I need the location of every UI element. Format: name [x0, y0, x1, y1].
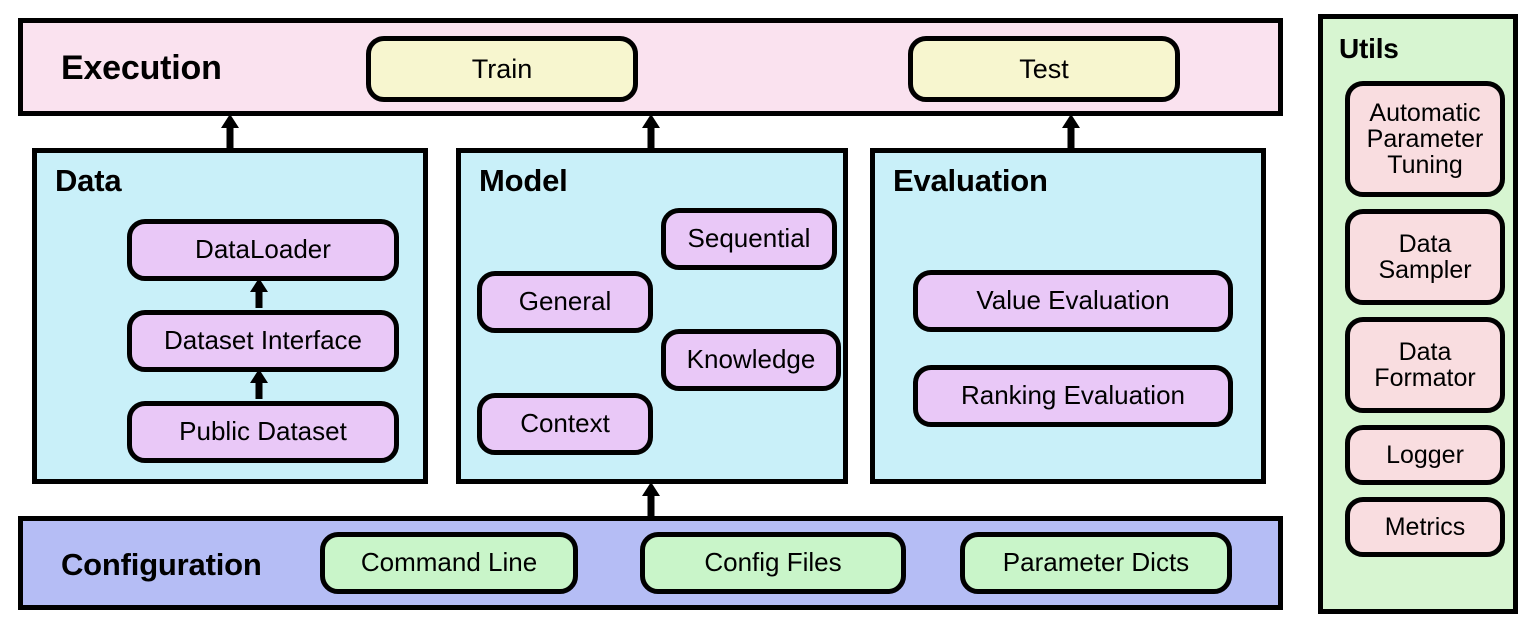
configuration-item-config-files[interactable]: Config Files: [640, 532, 906, 594]
arrow-shaft: [647, 492, 655, 518]
model-item-general[interactable]: General: [477, 271, 653, 333]
execution-item-train[interactable]: Train: [366, 36, 638, 102]
data-item-dataloader[interactable]: DataLoader: [127, 219, 399, 281]
evaluation-item-ranking-evaluation[interactable]: Ranking Evaluation: [913, 365, 1233, 427]
model-layer-title: Model: [479, 163, 568, 198]
evaluation-item-value-evaluation[interactable]: Value Evaluation: [913, 270, 1233, 332]
model-item-context[interactable]: Context: [477, 393, 653, 455]
evaluation-layer: Evaluation Value Evaluation Ranking Eval…: [870, 148, 1266, 484]
arrow-head: [250, 278, 268, 292]
utils-item-automatic-parameter-tuning[interactable]: Automatic Parameter Tuning: [1345, 81, 1505, 197]
utils-item-logger[interactable]: Logger: [1345, 425, 1505, 485]
execution-item-test[interactable]: Test: [908, 36, 1180, 102]
arrow-head: [642, 482, 660, 496]
configuration-item-parameter-dicts[interactable]: Parameter Dicts: [960, 532, 1232, 594]
utils-item-data-sampler[interactable]: Data Sampler: [1345, 209, 1505, 305]
execution-layer-title: Execution: [61, 49, 222, 87]
arrow-head: [221, 114, 239, 128]
model-layer: Model Sequential General Knowledge Conte…: [456, 148, 848, 484]
arrow-dataset-interface-to-dataloader-icon: [248, 278, 270, 308]
arrow-configuration-to-model-icon: [640, 482, 662, 518]
arrow-head: [1062, 114, 1080, 128]
data-layer: Data DataLoader Dataset Interface Public…: [32, 148, 428, 484]
model-item-knowledge[interactable]: Knowledge: [661, 329, 841, 391]
arrow-shaft: [255, 378, 263, 399]
arrow-head: [250, 369, 268, 383]
arrow-evaluation-to-execution-icon: [1060, 114, 1082, 150]
utils-item-data-formator[interactable]: Data Formator: [1345, 317, 1505, 413]
arrow-shaft: [255, 287, 263, 308]
utils-layer-title: Utils: [1339, 33, 1399, 64]
utils-item-metrics[interactable]: Metrics: [1345, 497, 1505, 557]
arrow-shaft: [1067, 124, 1075, 150]
arrow-head: [642, 114, 660, 128]
configuration-layer-title: Configuration: [61, 547, 262, 582]
utils-layer: Utils Automatic Parameter Tuning Data Sa…: [1318, 14, 1518, 614]
evaluation-layer-title: Evaluation: [893, 163, 1048, 198]
arrow-data-to-execution-icon: [219, 114, 241, 150]
configuration-item-command-line[interactable]: Command Line: [320, 532, 578, 594]
arrow-shaft: [226, 124, 234, 150]
data-item-dataset-interface[interactable]: Dataset Interface: [127, 310, 399, 372]
data-layer-title: Data: [55, 163, 122, 198]
arrow-shaft: [647, 124, 655, 150]
model-item-sequential[interactable]: Sequential: [661, 208, 837, 270]
arrow-public-dataset-to-dataset-interface-icon: [248, 369, 270, 399]
data-item-public-dataset[interactable]: Public Dataset: [127, 401, 399, 463]
arrow-model-to-execution-icon: [640, 114, 662, 150]
